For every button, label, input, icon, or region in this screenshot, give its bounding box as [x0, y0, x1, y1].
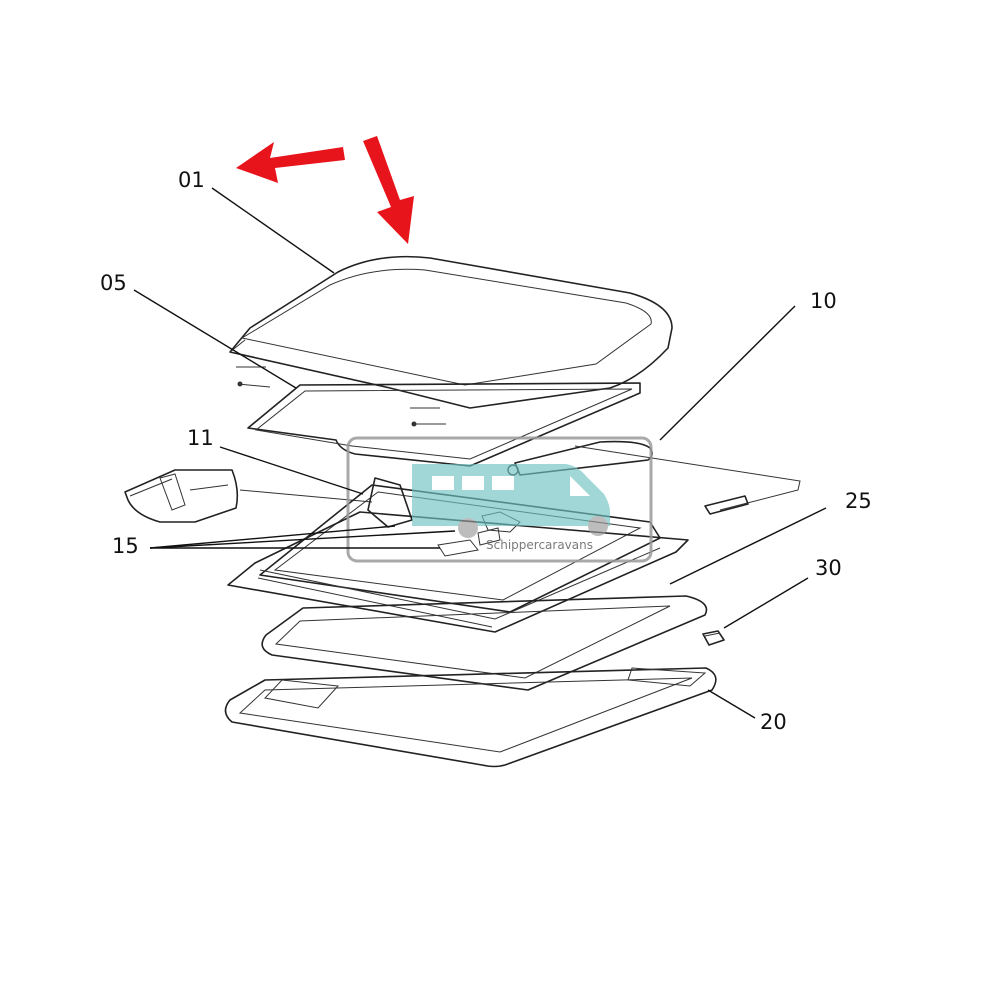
- callout-11: 11: [187, 426, 214, 450]
- left-arrow-icon: [236, 142, 345, 183]
- watermark: Schippercaravans: [346, 436, 653, 563]
- seal-gasket-part: [247, 382, 641, 467]
- van-watermark-icon: [412, 464, 610, 538]
- callout-labels: 01 05 10 11 15 25 30 20: [100, 168, 872, 734]
- callout-20: 20: [760, 710, 787, 734]
- callout-15: 15: [112, 534, 139, 558]
- down-arrow-icon: [363, 136, 414, 244]
- callout-25: 25: [845, 489, 872, 513]
- callout-10: 10: [810, 289, 837, 313]
- clip-part: [702, 630, 725, 646]
- callout-30: 30: [815, 556, 842, 580]
- mounting-frame-ring-part: [261, 595, 708, 691]
- inner-finishing-frame-part: [224, 667, 717, 768]
- dome-cover-part: [229, 255, 673, 427]
- leader-lines: [133, 187, 827, 719]
- callout-05: 05: [100, 271, 127, 295]
- callout-01: 01: [178, 168, 205, 192]
- mounting-screws: [236, 366, 446, 427]
- watermark-text: Schippercaravans: [486, 538, 593, 552]
- hinge-detail-inset: [124, 469, 373, 523]
- base-frame-part: [227, 511, 689, 633]
